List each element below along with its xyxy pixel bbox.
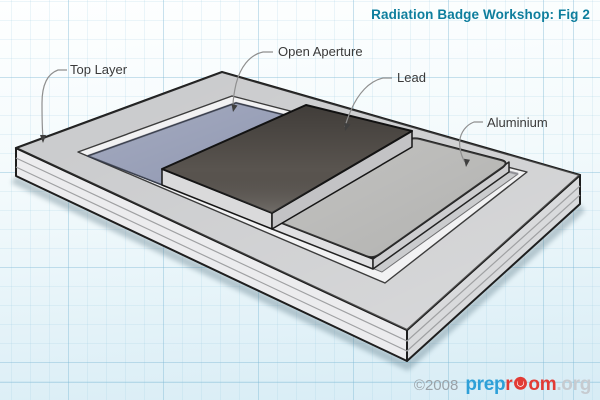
copyright-year: ©2008 <box>413 377 459 394</box>
open-aperture-arrowhead <box>231 104 238 112</box>
tray-layer-seam-lines <box>15 157 581 352</box>
logo-text-red-om: om <box>528 374 557 395</box>
logo-text-blue: prep <box>465 374 506 395</box>
open-aperture-leader-line <box>232 51 273 107</box>
top-layer-arrowhead <box>40 135 46 143</box>
figure-title: Radiation Badge Workshop: Fig 2 <box>371 7 590 22</box>
lead-slab <box>161 104 413 230</box>
lead-top-shade <box>162 105 412 213</box>
aluminium-leader-line <box>459 121 483 163</box>
callouts <box>41 51 483 163</box>
callout-labels: Top Layer Open Aperture Lead Aluminium <box>70 44 548 130</box>
lead-label: Lead <box>397 70 426 85</box>
logo-text-suffix: .org <box>556 374 591 395</box>
open-aperture-label: Open Aperture <box>278 44 363 59</box>
lead-leader-line <box>344 77 392 128</box>
flame-o-icon <box>513 376 527 390</box>
aluminium-slab <box>271 137 510 270</box>
arrowheads <box>40 104 470 167</box>
top-layer-label: Top Layer <box>70 62 128 77</box>
top-layer-leader-line <box>41 69 67 138</box>
aluminium-top-sheen <box>275 138 506 258</box>
aluminium-arrowhead <box>464 158 470 167</box>
logo-text-red-r: r <box>505 374 513 395</box>
lead-arrowhead <box>344 122 351 131</box>
aluminium-label: Aluminium <box>487 115 548 130</box>
